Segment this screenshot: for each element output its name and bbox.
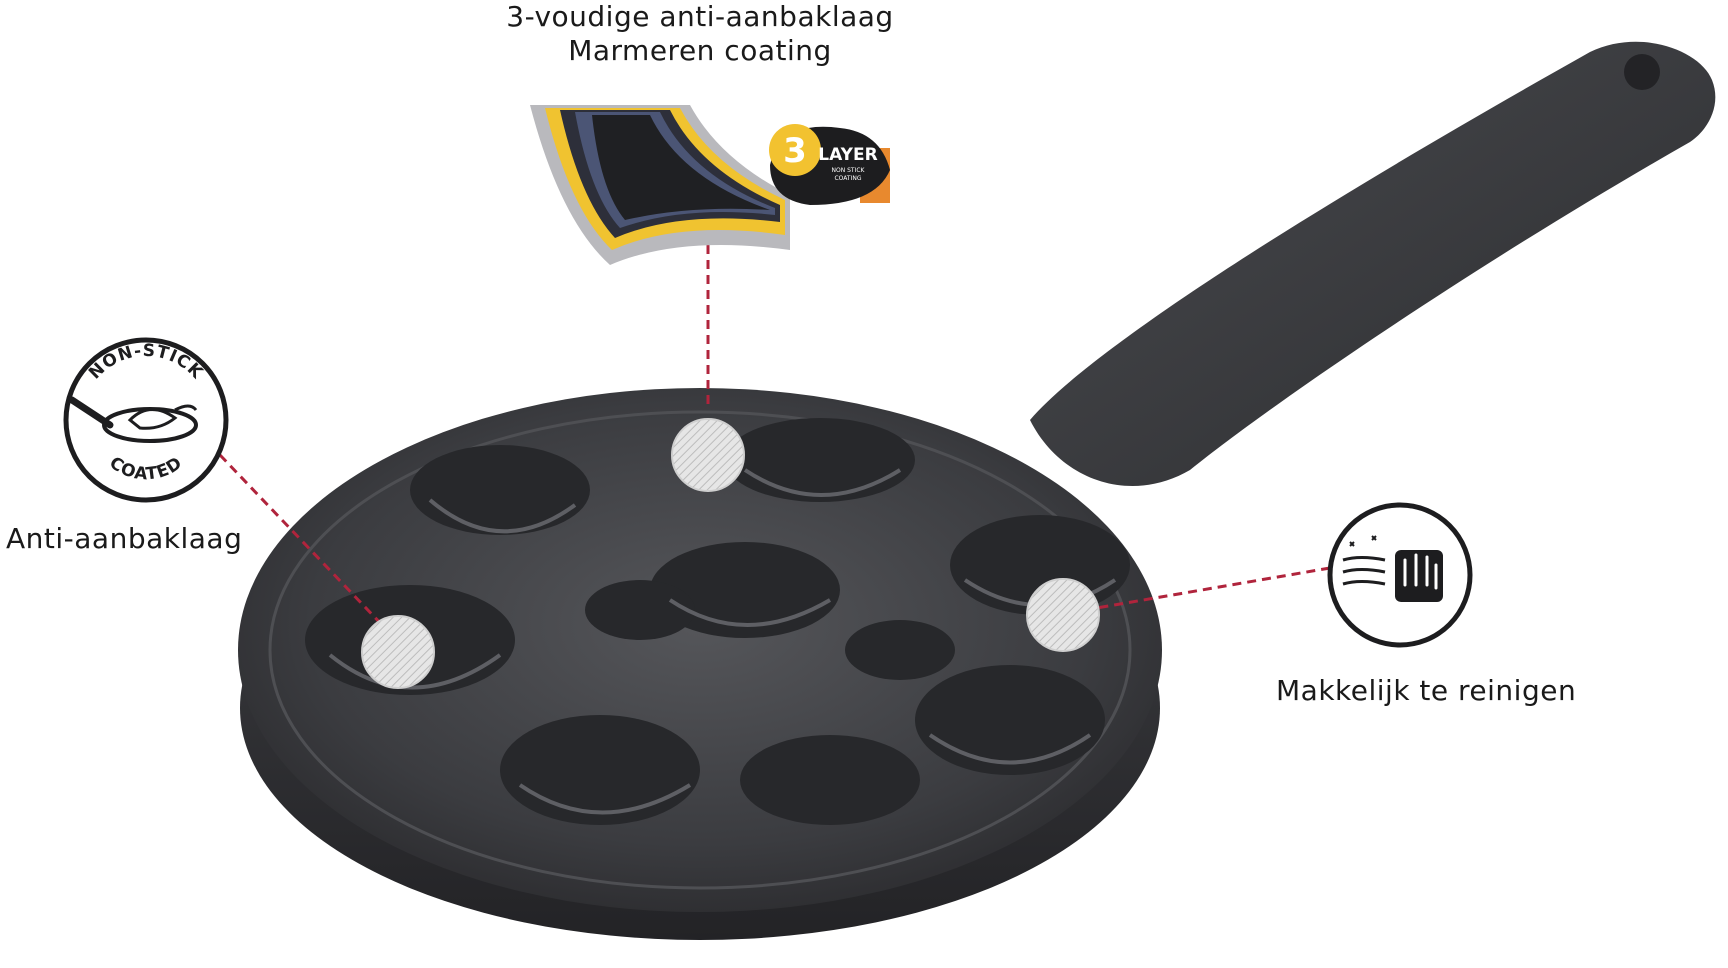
hotspot-markers [361,418,1100,689]
layer-feature-caption: 3-voudige anti-aanbaklaag Marmeren coati… [470,0,930,68]
layer-badge-sub1: NON STICK [832,167,866,174]
layer-badge-number: 3 [783,131,807,171]
pan-handle [1030,41,1716,486]
layer-badge-sub2: COATING [834,175,861,182]
nonstick-feature-caption: Anti-aanbaklaag [6,522,243,555]
nonstick-pan-icon: NON-STICK COATED [63,337,229,503]
layer-feature-subtitle: Marmeren coating [568,34,832,67]
pancake-pan [238,388,1162,940]
hotspot-clean [1026,578,1100,652]
handle-hang-hole [1624,54,1660,90]
layer-feature-title: 3-voudige anti-aanbaklaag [506,0,894,33]
pan-cavity-highlights [328,468,1117,815]
three-layer-badge-icon: 3 LAYER NON STICK COATING [769,124,890,205]
leader-line-clean [1084,566,1331,612]
layer-cross-section-icon [530,105,790,265]
hotspot-nonstick [361,615,435,689]
clean-feature-caption: Makkelijk te reinigen [1276,674,1577,707]
wipe-clean-icon [1327,502,1473,648]
layer-badge-word: LAYER [818,145,877,165]
hotspot-layers [671,418,745,492]
leader-line-nonstick [218,453,387,630]
